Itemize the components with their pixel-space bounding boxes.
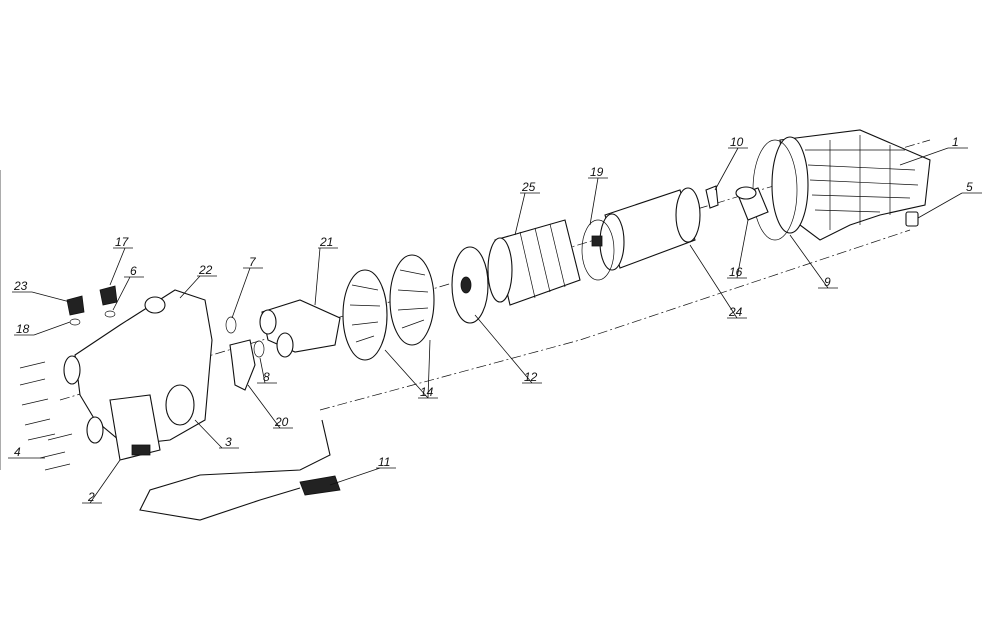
part-24-motor bbox=[591, 187, 701, 271]
label-part-17: 17 bbox=[115, 235, 130, 249]
label-part-19: 19 bbox=[590, 165, 604, 179]
label-part-14: 14 bbox=[420, 385, 434, 399]
part-17-plug bbox=[99, 285, 118, 306]
label-part-11: 11 bbox=[378, 455, 390, 469]
label-part-16: 16 bbox=[729, 265, 743, 279]
part-23-plug bbox=[66, 295, 85, 316]
part-18-washer bbox=[69, 318, 81, 326]
part-25-diffuser bbox=[487, 219, 581, 306]
label-part-10: 10 bbox=[730, 135, 744, 149]
part-6-washer bbox=[104, 310, 116, 318]
label-part-20: 20 bbox=[274, 415, 289, 429]
part-14-plates bbox=[342, 254, 435, 361]
label-part-23: 23 bbox=[13, 279, 28, 293]
part-21-ejector bbox=[259, 299, 341, 358]
part-1-motor-cover bbox=[771, 129, 931, 241]
part-10-screw bbox=[705, 185, 719, 209]
label-part-5: 5 bbox=[966, 180, 973, 194]
label-part-9: 9 bbox=[824, 275, 831, 289]
part-8-o-ring bbox=[253, 340, 265, 358]
label-part-22: 22 bbox=[198, 263, 213, 277]
label-part-18: 18 bbox=[16, 322, 30, 336]
label-part-21: 21 bbox=[319, 235, 333, 249]
label-part-1: 1 bbox=[952, 135, 959, 149]
label-part-4: 4 bbox=[14, 445, 21, 459]
label-part-6: 6 bbox=[130, 264, 137, 278]
part-11-power-cable bbox=[139, 419, 341, 521]
leader-lines bbox=[8, 147, 982, 504]
part-7-o-ring bbox=[225, 316, 237, 334]
part-20-nozzle bbox=[229, 339, 256, 391]
part-22-pump-body bbox=[63, 289, 213, 461]
label-part-3: 3 bbox=[225, 435, 232, 449]
label-part-25: 25 bbox=[521, 180, 536, 194]
label-part-2: 2 bbox=[87, 490, 95, 504]
part-19-o-ring bbox=[581, 219, 615, 281]
part-16-capacitor bbox=[735, 186, 769, 221]
label-part-7: 7 bbox=[249, 255, 257, 269]
label-part-8: 8 bbox=[263, 370, 270, 384]
label-part-24: 24 bbox=[728, 305, 743, 319]
part-4-bolts bbox=[19, 361, 73, 471]
part-12-impeller bbox=[451, 246, 489, 324]
label-part-12: 12 bbox=[524, 370, 538, 384]
part-5-plug bbox=[905, 211, 919, 227]
